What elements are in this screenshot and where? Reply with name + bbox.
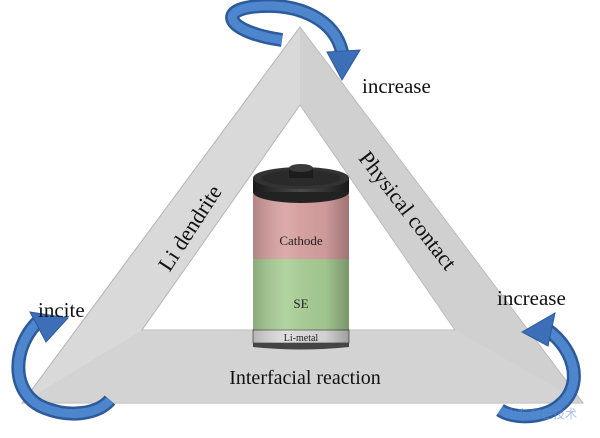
right-cycle-arrow [496, 312, 581, 424]
triangle-right-shade [300, 27, 583, 403]
arrow-label-top: increase [362, 74, 431, 98]
battery-terminal [289, 168, 313, 178]
li-metal-label: Li-metal [284, 333, 319, 344]
watermark-text: 山东有色技术 [505, 407, 577, 421]
arrow-label-right: increase [497, 286, 566, 310]
top-cycle-arrow [225, 0, 361, 82]
watermark: 山东有色技术 [505, 407, 577, 421]
arrow-label-left: incite [38, 298, 85, 322]
left-cycle-arrow [11, 311, 116, 421]
edge-label-bottom: Interfacial reaction [229, 367, 381, 389]
battery-cell: Cathode SE Li-metal [252, 164, 350, 350]
triangle-bottom-shade [22, 330, 583, 403]
battery-base [253, 343, 349, 350]
se-label: SE [293, 296, 308, 311]
cathode-label: Cathode [279, 233, 323, 248]
